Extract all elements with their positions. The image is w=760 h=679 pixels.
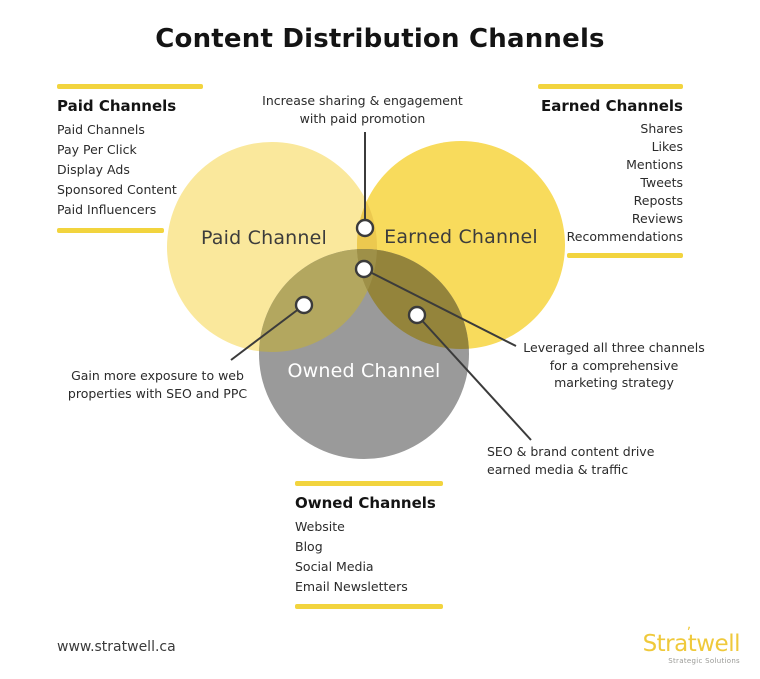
logo-tagline: Strategic Solutions: [668, 657, 740, 665]
owned-channels-heading: Owned Channels: [295, 494, 436, 512]
marker-dot-paid-owned: [294, 295, 314, 315]
annotation-three-channels: Leveraged all three channels for a compr…: [523, 340, 705, 390]
list-item: Paid Influencers: [57, 202, 157, 217]
owned-circle-label: Owned Channel: [287, 360, 441, 382]
marker-dot-center: [354, 259, 374, 279]
marker-dot-paid-earned: [355, 218, 375, 238]
website-url: www.stratwell.ca: [57, 639, 176, 655]
list-item: Paid Channels: [57, 122, 145, 137]
accent-bar: [57, 84, 203, 89]
connector-left: [230, 304, 305, 361]
accent-bar: [567, 253, 683, 258]
earned-circle-label: Earned Channel: [384, 226, 538, 248]
list-item: Email Newsletters: [295, 579, 408, 594]
annotation-paid-promotion: Increase sharing & engagement with paid …: [262, 93, 463, 126]
list-item: Website: [295, 519, 345, 534]
list-item: Likes: [651, 139, 683, 154]
annotation-seo-ppc: Gain more exposure to web properties wit…: [67, 368, 248, 401]
accent-bar: [538, 84, 683, 89]
list-item: Recommendations: [566, 229, 683, 244]
logo-accent-mark: ʼ: [686, 625, 691, 641]
accent-bar: [57, 228, 164, 233]
list-item: Reposts: [633, 193, 683, 208]
page-title: Content Distribution Channels: [155, 24, 605, 54]
marker-dot-earned-owned: [407, 305, 427, 325]
paid-channels-heading: Paid Channels: [57, 97, 177, 115]
accent-bar: [295, 481, 443, 486]
connector-right-bottom: [416, 314, 532, 441]
earned-channels-heading: Earned Channels: [541, 97, 683, 115]
list-item: Display Ads: [57, 162, 130, 177]
list-item: Shares: [640, 121, 683, 136]
accent-bar: [295, 604, 443, 609]
list-item: Sponsored Content: [57, 182, 177, 197]
list-item: Tweets: [640, 175, 683, 190]
list-item: Mentions: [626, 157, 683, 172]
paid-circle-label: Paid Channel: [200, 227, 328, 249]
list-item: Reviews: [631, 211, 683, 226]
earned-owned-overlap: [357, 249, 469, 349]
list-item: Blog: [295, 539, 323, 554]
annotation-earned-media: SEO & brand content drive earned media &…: [487, 444, 655, 477]
list-item: Pay Per Click: [57, 142, 137, 157]
connector-right-top: [363, 268, 517, 347]
list-item: Social Media: [295, 559, 374, 574]
